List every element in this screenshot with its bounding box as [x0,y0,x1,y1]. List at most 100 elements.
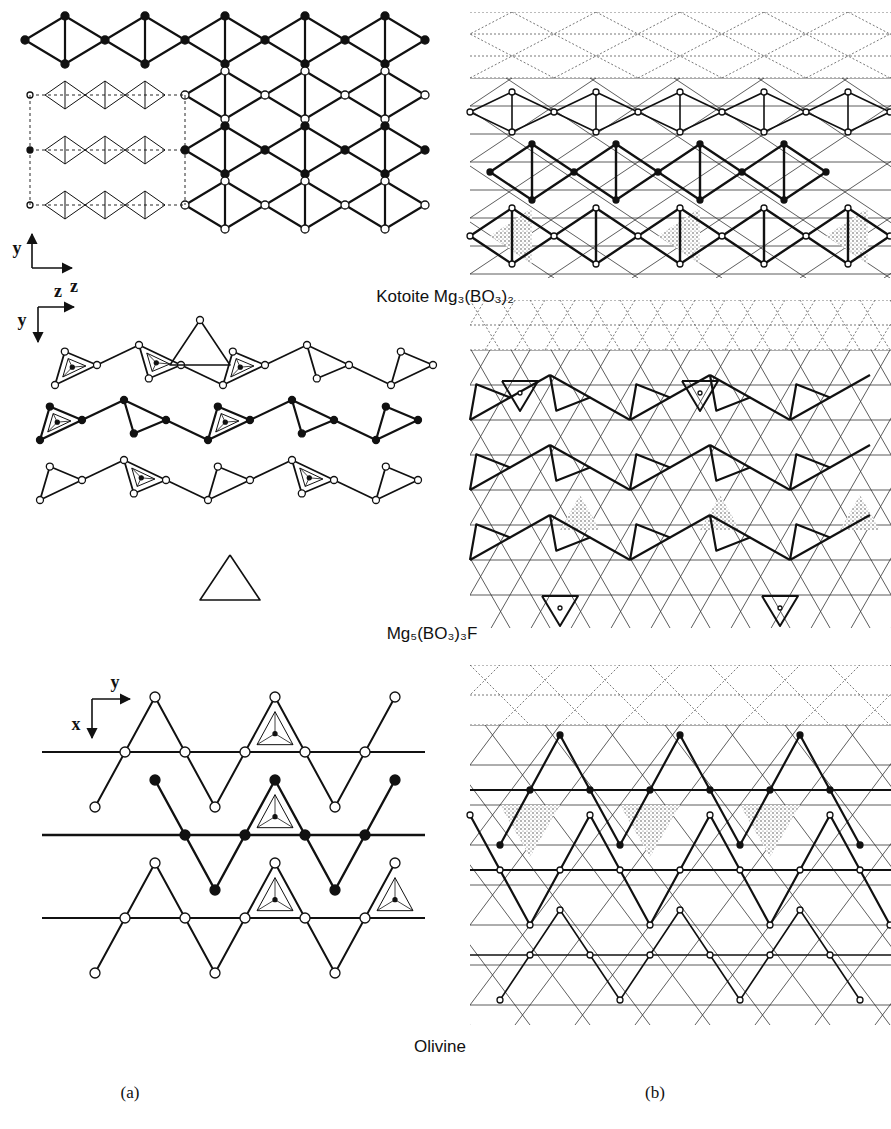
lattice-line [470,725,891,726]
bond-line [630,454,670,490]
atom-dot [301,122,309,130]
bond-line [166,420,208,440]
lattice-line [671,350,830,628]
lattice-line [470,350,891,351]
lattice-line [710,665,770,725]
lattice-line [470,350,550,628]
bond-line [345,181,385,229]
bond-line [750,398,790,421]
tetrahedron [257,795,293,828]
atom-dot [677,907,683,913]
atom-dot [304,342,311,349]
bond-line [638,208,680,264]
atom-dot [781,141,787,147]
bond-line [97,345,139,365]
lattice-line [470,350,530,628]
lattice-line [860,300,890,350]
lattice-line [515,300,545,350]
bond-line [490,144,532,200]
bond-line [225,181,265,229]
bond-line [847,92,849,132]
tetrahedron [300,468,323,486]
atom-dot [509,129,515,135]
bond-line [790,524,830,560]
bond-line [225,126,265,174]
bond-line [638,92,680,132]
atom-dot [55,420,59,424]
atom-dot [677,261,683,267]
kotoite-chains [21,12,429,268]
bond-line [64,16,66,64]
lattice-line [531,350,690,628]
atom-dot [154,361,158,365]
bond-line [124,460,166,493]
lattice-line [511,350,670,628]
lattice-line [791,350,891,628]
lattice-line [691,350,850,628]
bond-line [680,92,722,132]
lattice [470,665,891,725]
bond-line [680,208,722,264]
atom-dot [587,787,593,793]
bond-line [596,92,638,132]
tetrahedron [275,817,293,828]
atom-dot [221,225,229,233]
atom-dot [262,362,269,369]
lattice-line [470,78,512,278]
atom-dot [593,261,599,267]
lattice-line [560,300,590,350]
atom-dot [301,225,309,233]
lattice-line [470,78,596,278]
bond-line [790,384,830,420]
atom-dot [150,775,160,785]
bond-line [710,515,750,551]
atom-dot [240,747,250,757]
bond-line [470,384,510,420]
panel-label: (a) [121,1083,140,1103]
atom-dot [382,403,389,410]
lattice-line [470,300,500,350]
shaded-triangle [840,495,880,530]
atom-dot [797,907,803,913]
lattice-line [591,350,750,628]
lattice-line [470,12,554,78]
atom-dot [647,922,653,928]
atom-dot [617,997,623,1003]
atom-dot [487,169,493,175]
atom-dot [887,109,891,115]
tetrahedron [231,359,254,377]
lattice-line [515,725,740,1025]
atom-dot [677,732,683,738]
bond-line [40,407,82,440]
atom-dot [221,177,229,185]
atom-dot [761,129,767,135]
bond-line [848,92,890,132]
atom-dot [330,968,340,978]
atom-dot [887,233,891,239]
bond-line [595,208,597,264]
lattice-line [871,350,891,628]
axis-label: y [13,238,22,259]
bond-line [304,181,306,229]
atom-dot [180,830,190,840]
lattice-line [470,725,500,1025]
atom-dot [301,177,309,185]
bond-line [224,71,226,119]
lattice-line [575,300,605,350]
atom-dot [767,952,773,958]
atom-dot [390,775,400,785]
atom-dot [301,12,309,20]
lattice-line [530,300,560,350]
bond-line [630,524,670,560]
atom-dot [677,205,683,211]
bond-line [200,555,260,600]
lattice-line [605,300,635,350]
atom-dot [341,201,349,209]
lattice-line [725,300,755,350]
bond-line [82,460,124,480]
atom-dot [655,169,661,175]
bond-line [830,375,870,398]
atom-dot [301,67,309,75]
atom-dot [558,606,562,610]
atom-dot [647,787,653,793]
